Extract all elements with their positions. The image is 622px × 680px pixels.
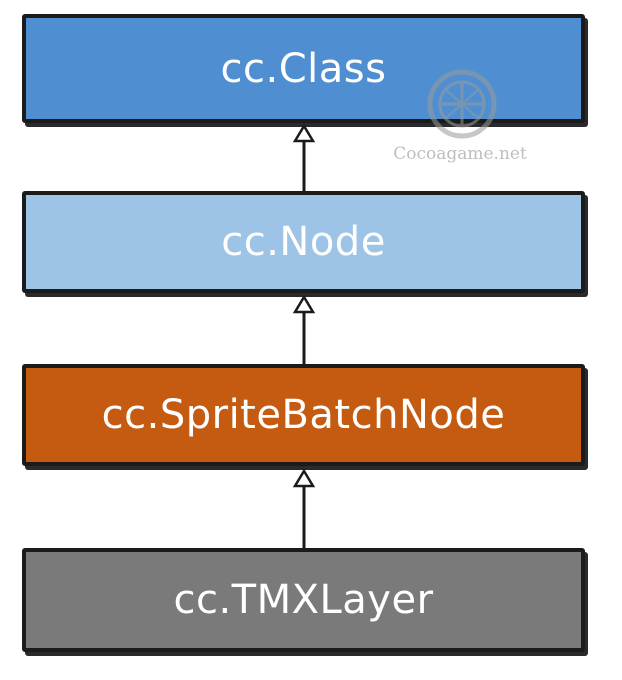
class-label: cc.Node — [221, 219, 386, 265]
watermark-text: Cocoagame.net — [393, 144, 527, 164]
class-box-cc-spritebatchnode: cc.SpriteBatchNode — [22, 364, 585, 466]
globe-icon — [427, 69, 497, 139]
watermark-logo: Cocoagame.net — [362, 66, 558, 166]
class-label: cc.Class — [220, 45, 387, 92]
class-box-cc-class: cc.Class — [22, 14, 585, 123]
inheritance-arrow-node-to-class — [292, 123, 316, 191]
class-label: cc.TMXLayer — [173, 577, 434, 623]
class-box-cc-node: cc.Node — [22, 191, 585, 293]
class-box-cc-tmxlayer: cc.TMXLayer — [22, 548, 585, 652]
class-label: cc.SpriteBatchNode — [101, 392, 506, 438]
inheritance-arrow-spritebatchnode-to-node — [292, 294, 316, 364]
inheritance-arrow-tmxlayer-to-spritebatchnode — [292, 468, 316, 548]
